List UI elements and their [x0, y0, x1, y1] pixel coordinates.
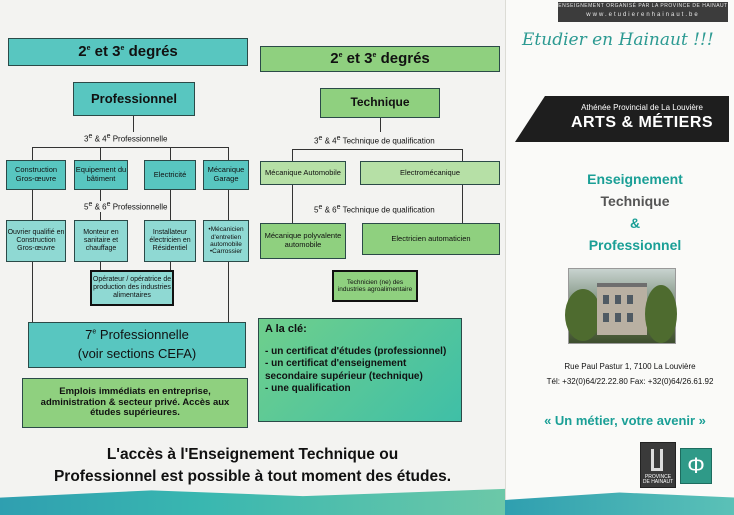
left-row56-label: 5e & 6e Professionnelle [84, 201, 168, 212]
cle-box: A la clé: - un certificat d'études (prof… [258, 318, 462, 422]
bottom-wave-right [505, 492, 734, 515]
province-logo: PROVINCE DE HAINAUT [640, 442, 676, 488]
middle-row34-label: 3e & 4e Technique de qualification [314, 135, 435, 146]
cle-item: - un certificat d'enseignement secondair… [265, 358, 423, 382]
emplois-box: Emplois immédiats en entreprise, adminis… [22, 378, 248, 428]
access-line-2: Professionnel est possible à tout moment… [53, 468, 452, 485]
phi-logo-icon: Φ [680, 448, 712, 484]
middle-degree-header: 2e et 3e degrés [260, 46, 500, 72]
box-electricite: Electricité [144, 160, 196, 190]
box-mecanicien: •Mécanicien d'entretien automobile •Carr… [203, 220, 249, 262]
school-band: Athénée Provincial de La Louvière ARTS &… [515, 96, 729, 142]
top-banner: ENSEIGNEMENT ORGANISÉ PAR LA PROVINCE DE… [558, 2, 728, 22]
box-operateur: Opérateur / opératrice de production des… [90, 270, 174, 306]
cle-item: - une qualification [265, 383, 351, 394]
access-line-1: L'accès à l'Enseignement Technique ou [106, 446, 399, 463]
school-photo [565, 268, 677, 344]
middle-row56-label: 5e & 6e Technique de qualification [314, 204, 435, 215]
box-monteur: Monteur en sanitaire et chauffage [74, 220, 128, 262]
box-equipement: Equipement du bâtiment [74, 160, 128, 190]
box-electromecanique: Electromécanique [360, 161, 500, 185]
bottom-wave [0, 488, 505, 515]
box-electricien-automaticien: Electricien automaticien [362, 223, 500, 255]
cle-item: - un certificat d'études (professionnel) [265, 345, 447, 357]
box-mecanique-garage: Mécanique Garage [203, 160, 249, 190]
technique-box: Technique [320, 88, 440, 118]
box-mecanique-automobile: Mécanique Automobile [260, 161, 346, 185]
enseignement-block: Enseignement Technique & Professionnel [587, 171, 683, 253]
cle-title: A la clé: [265, 323, 307, 335]
box-technicien: Technicien (ne) des industries agroalime… [332, 270, 418, 302]
box-installateur: Installateur électricien en Résidentiel [144, 220, 196, 262]
box-construction: Construction Gros-œuvre [6, 160, 66, 190]
address: Rue Paul Pastur 1, 7100 La Louvière [564, 362, 696, 371]
phone-fax: Tél: +32(0)64/22.22.80 Fax: +32(0)64/26.… [546, 377, 714, 386]
school-name: Athénée Provincial de La Louvière [581, 103, 703, 112]
school-title: ARTS & MÉTIERS [570, 114, 714, 131]
professionnel-box: Professionnel [73, 82, 195, 116]
box-mecanique-polyvalente: Mécanique polyvalente automobile [260, 223, 346, 259]
box-ouvrier: Ouvrier qualifié en Construction Gros-œu… [6, 220, 66, 262]
handwritten-slogan: Etudier en Hainaut !!! [522, 30, 714, 50]
left-degree-header: 2e et 3e degrés [8, 38, 248, 66]
left-row34-label: 3e & 4e Professionnelle [84, 133, 168, 144]
motto: « Un métier, votre avenir » [544, 413, 706, 428]
septieme-box: 7e Professionnelle (voir sections CEFA) [28, 322, 246, 368]
right-panel [505, 0, 734, 515]
